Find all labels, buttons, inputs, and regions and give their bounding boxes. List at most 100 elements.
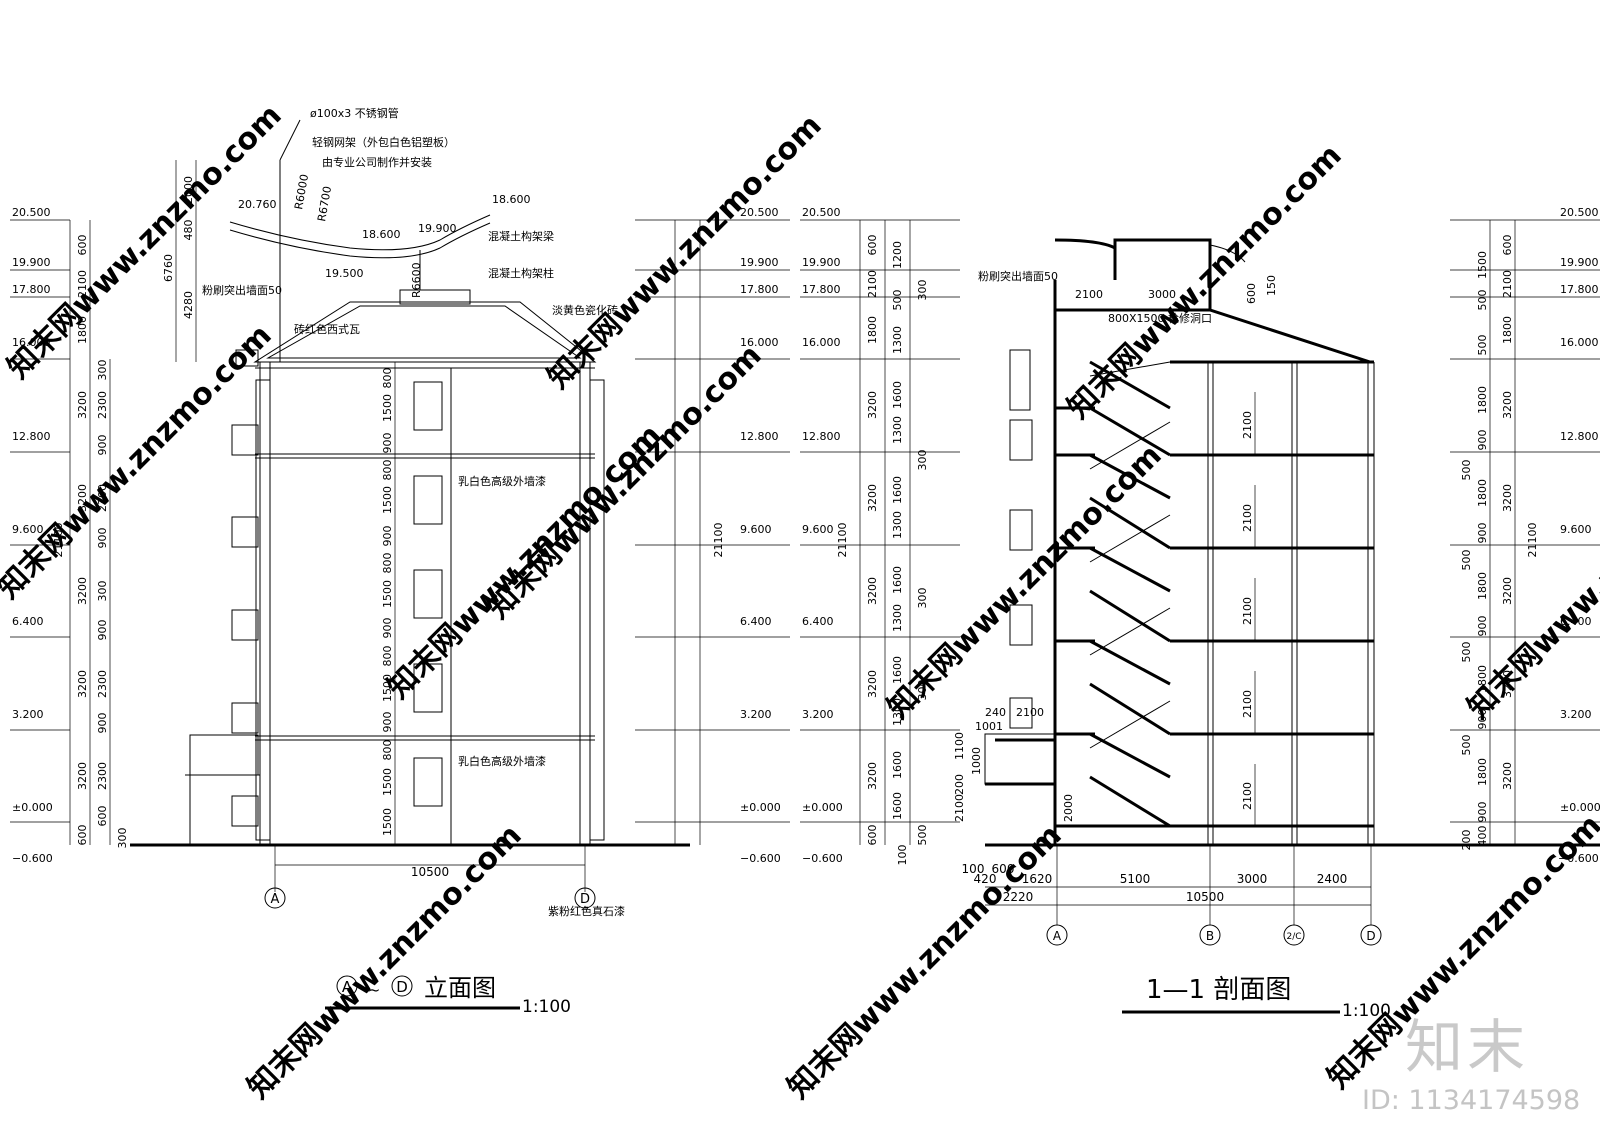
axis-bubble-a — [264, 887, 286, 909]
axis-bubble-c — [1283, 924, 1305, 946]
note: 紫粉红色真石漆 — [548, 904, 625, 918]
level-label: 17.800 — [802, 283, 841, 296]
dim: 3200 — [1501, 391, 1514, 419]
dim: 4280 — [182, 291, 195, 319]
total-height: 21100 — [52, 523, 65, 558]
dim: 900 — [1476, 709, 1489, 730]
axis-bubble-d — [1360, 924, 1382, 946]
dim: 2100 — [1241, 597, 1254, 625]
roof — [253, 301, 597, 363]
pilaster-right — [255, 379, 605, 841]
dim: 2300 — [96, 670, 109, 698]
dim: 2100 — [866, 270, 879, 298]
level-label: 19.900 — [418, 222, 457, 235]
level-label: −0.600 — [1558, 852, 1599, 865]
dim: 500 — [1460, 460, 1473, 481]
dim: 900 — [381, 618, 394, 639]
dim: 800 — [381, 460, 394, 481]
dim: 500 — [1460, 550, 1473, 571]
level-label: 12.800 — [1560, 430, 1599, 443]
dim: 3200 — [76, 391, 89, 419]
dim: 900 — [96, 620, 109, 641]
level-label: 19.900 — [12, 256, 51, 269]
dim: 2220 — [1003, 890, 1034, 904]
dim: 2100 — [1241, 411, 1254, 439]
note: 乳白色高级外墙漆 — [458, 474, 546, 488]
dim: 2100 — [1501, 270, 1514, 298]
note: 混凝土构架柱 — [488, 266, 554, 280]
dim: 2400 — [1317, 872, 1348, 886]
dim: 3200 — [1501, 670, 1514, 698]
level-label: 9.600 — [740, 523, 772, 536]
dim: 300 — [916, 280, 929, 301]
dim: 2000 — [1062, 794, 1075, 822]
window-dimensions: 800 1500 900 800 1500 900 800 1500 900 8… — [381, 362, 396, 845]
dim: 400 — [1476, 826, 1489, 847]
elevation-levels-right: 20.500 19.900 17.800 16.000 12.800 9.600… — [635, 206, 790, 865]
dim: 1600 — [891, 476, 904, 504]
dim: 2100 — [76, 270, 89, 298]
dim: 300 — [116, 828, 129, 849]
dim: 200 — [1460, 830, 1473, 851]
dim: 3200 — [866, 577, 879, 605]
axis-label: A — [271, 892, 280, 907]
level-label: 6.400 — [12, 615, 44, 628]
radius-label: R6600 — [410, 262, 423, 298]
dim: 1600 — [891, 566, 904, 594]
dim: 2100 — [1241, 690, 1254, 718]
dim: 100 — [962, 862, 985, 876]
level-label: 9.600 — [12, 523, 44, 536]
window — [413, 381, 443, 431]
dim: 900 — [96, 528, 109, 549]
dim: 1500 — [381, 580, 394, 608]
dim: 500 — [916, 825, 929, 846]
level-label: 20.500 — [12, 206, 51, 219]
dim: 2100 — [1016, 706, 1044, 719]
level-label: 19.900 — [1560, 256, 1599, 269]
dim: 2000 — [182, 176, 195, 204]
dim: 3200 — [866, 762, 879, 790]
section-balcony-stack — [1009, 349, 1033, 729]
watermark: 知末网www.znzmo.com — [1061, 138, 1349, 426]
level-label: 6.400 — [740, 615, 772, 628]
watermark: 知末网www.znzmo.com — [541, 108, 829, 396]
dim: 500 — [1476, 335, 1489, 356]
dim: 3200 — [866, 391, 879, 419]
dim: 1800 — [76, 316, 89, 344]
window — [413, 569, 443, 619]
level-label: 16.000 — [740, 336, 779, 349]
total-height: 21100 — [712, 523, 725, 558]
dim: 900 — [381, 433, 394, 454]
dim: 3200 — [76, 484, 89, 512]
dim: 600 — [866, 235, 879, 256]
roof-tile-area — [266, 305, 582, 359]
top-dimension: 6760 2000 480 4280 — [162, 160, 197, 362]
section-annotations: 粉刷突出墙面50 800X1500 检修洞口 2100 3000 150 600… — [953, 269, 1278, 822]
note: 800X1500 检修洞口 — [1108, 311, 1212, 325]
total-height: 21100 — [836, 523, 849, 558]
dim: 800 — [381, 740, 394, 761]
axis-bubble-b — [1199, 924, 1221, 946]
dim: 2300 — [96, 484, 109, 512]
watermark: 知末网www.znzmo.com — [241, 818, 529, 1106]
watermark-layer: 知末网www.znzmo.com 知末网www.znzmo.com 知末网www… — [0, 98, 1600, 1106]
dim: 3200 — [76, 670, 89, 698]
level-label: 20.760 — [238, 198, 277, 211]
level-label: 17.800 — [740, 283, 779, 296]
dim: 1800 — [1476, 386, 1489, 414]
dim: 1300 — [891, 511, 904, 539]
axis-label: A — [1053, 929, 1062, 943]
dimension-chain-left: 21100 600 2100 1800 3200 3200 3200 3200 … — [52, 220, 129, 849]
section-levels-left: 20.500 19.900 17.800 16.000 12.800 9.600… — [800, 206, 960, 866]
axis-label: D — [580, 892, 590, 907]
level-label: 19.500 — [325, 267, 364, 280]
level-label: −0.600 — [12, 852, 53, 865]
dim: 1200 — [891, 241, 904, 269]
width-dimension: 10500 — [1186, 890, 1224, 904]
dim: 300 — [96, 360, 109, 381]
level-label: 12.800 — [802, 430, 841, 443]
dim: 1500 — [381, 486, 394, 514]
dim: 900 — [96, 435, 109, 456]
dim: 2100 — [1241, 504, 1254, 532]
dim: 900 — [1476, 430, 1489, 451]
